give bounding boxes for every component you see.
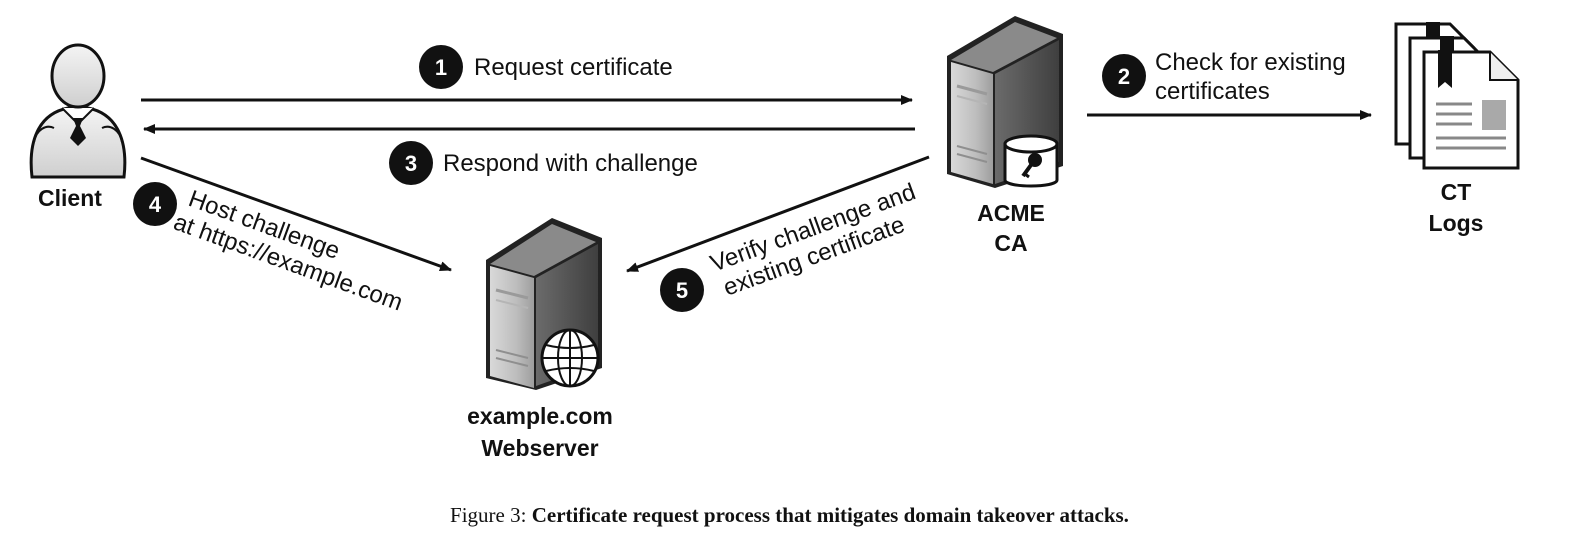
caption-text: Certificate request process that mitigat… bbox=[531, 503, 1129, 527]
step-3-label: Respond with challenge bbox=[443, 150, 698, 177]
user-icon bbox=[29, 43, 127, 179]
step-1-label: Request certificate bbox=[474, 54, 673, 81]
step-1-badge: 1 bbox=[419, 45, 463, 89]
step-2-number: 2 bbox=[1118, 64, 1130, 89]
client-label: Client bbox=[38, 185, 102, 211]
server-globe-icon bbox=[486, 218, 602, 390]
server-key-icon bbox=[947, 16, 1063, 188]
ct-label-line1: CT bbox=[1441, 179, 1472, 205]
step-1-number: 1 bbox=[435, 55, 447, 80]
step-5-badge: 5 bbox=[660, 268, 704, 312]
figure-caption: Figure 3: Certificate request process th… bbox=[0, 503, 1579, 528]
ct-label-line2: Logs bbox=[1429, 210, 1484, 236]
step-4-number: 4 bbox=[149, 192, 162, 217]
caption-prefix: Figure 3: bbox=[450, 503, 527, 527]
webserver-label-line2: Webserver bbox=[481, 435, 598, 461]
step-4-badge: 4 bbox=[133, 182, 177, 226]
step-2-label-line2: certificates bbox=[1155, 78, 1270, 105]
webserver-label-line1: example.com bbox=[467, 403, 613, 429]
step-3-badge: 3 bbox=[389, 141, 433, 185]
arrow-host-challenge bbox=[140, 156, 452, 272]
acme-label-line1: ACME bbox=[977, 200, 1045, 226]
step-2-label-line1: Check for existing bbox=[1155, 49, 1346, 76]
step-3-number: 3 bbox=[405, 151, 417, 176]
step-5-number: 5 bbox=[676, 278, 688, 303]
arrow-verify bbox=[626, 155, 930, 273]
acme-label-line2: CA bbox=[994, 230, 1027, 256]
step-2-badge: 2 bbox=[1102, 54, 1146, 98]
document-stack-icon bbox=[1394, 22, 1520, 170]
